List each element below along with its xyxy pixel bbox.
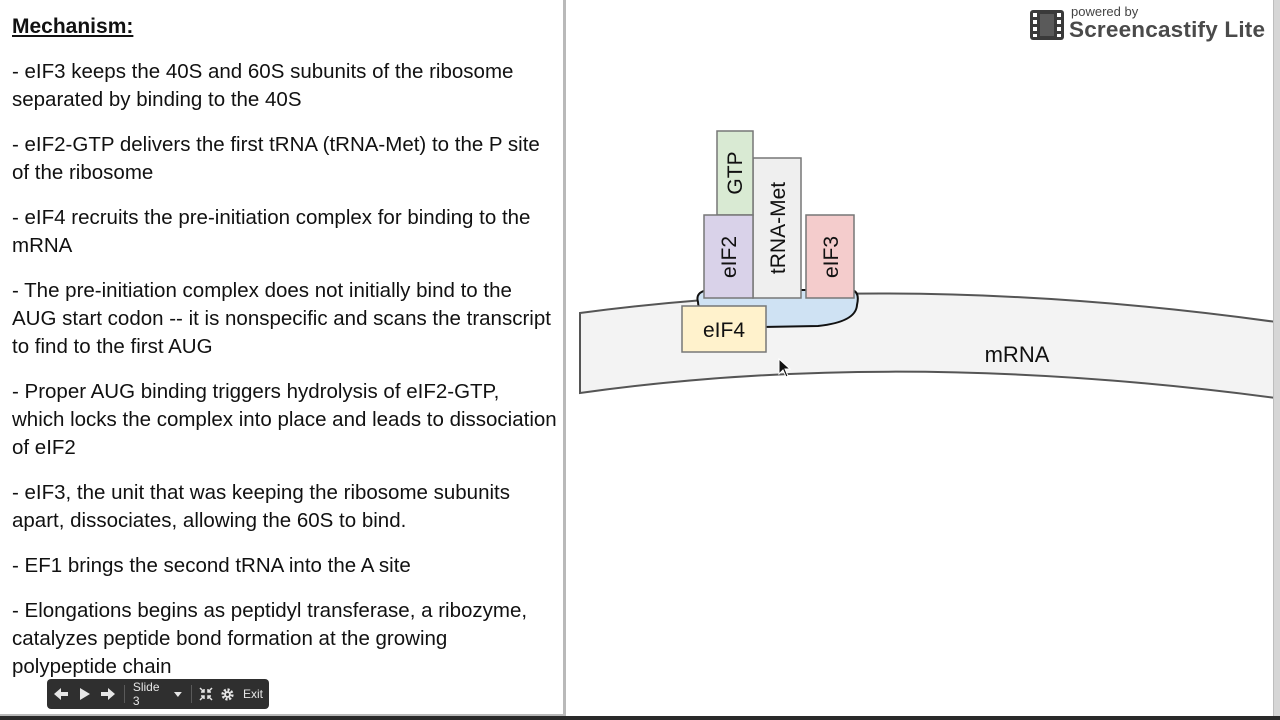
next-slide-button[interactable] bbox=[96, 679, 120, 709]
control-separator bbox=[190, 685, 192, 703]
brand-name: Screencastify Lite bbox=[1069, 17, 1266, 42]
bullet-5: - Proper AUG binding triggers hydrolysis… bbox=[12, 380, 557, 459]
settings-button[interactable] bbox=[215, 679, 239, 709]
film-strip-icon bbox=[1030, 10, 1064, 40]
mrna-label: mRNA bbox=[985, 342, 1050, 367]
bullet-2: - eIF2-GTP delivers the first tRNA (tRNA… bbox=[12, 133, 540, 184]
bottom-border bbox=[0, 716, 1280, 720]
chevron-down-icon bbox=[173, 692, 182, 697]
exit-button[interactable]: Exit bbox=[239, 679, 269, 709]
arrow-left-icon bbox=[53, 688, 68, 700]
exit-label: Exit bbox=[243, 687, 264, 701]
eif4-box bbox=[681, 305, 767, 353]
trna-label: tRNA-Met bbox=[767, 182, 790, 274]
bullet-1: - eIF3 keeps the 40S and 60S subunits of… bbox=[12, 60, 514, 111]
previous-slide-button[interactable] bbox=[47, 679, 75, 709]
slideshow-controls: Slide 3 Exit bbox=[47, 679, 269, 709]
eif2-label: eIF2 bbox=[718, 236, 741, 278]
gear-icon bbox=[221, 687, 234, 701]
arrow-right-icon bbox=[101, 688, 116, 700]
bullet-7: - EF1 brings the second tRNA into the A … bbox=[12, 554, 411, 577]
exit-fullscreen-button[interactable] bbox=[196, 679, 216, 709]
eif3-label: eIF3 bbox=[820, 236, 843, 278]
translation-initiation-diagram: mRNA tRNA-Met GTP eIF2 eIF3 eIF4 bbox=[579, 130, 1276, 400]
gtp-box bbox=[716, 130, 754, 216]
bullet-3: - eIF4 recruits the pre-initiation compl… bbox=[12, 206, 531, 257]
slide-heading: Mechanism: bbox=[12, 15, 134, 38]
play-button[interactable] bbox=[75, 679, 97, 709]
eif3-box bbox=[805, 214, 855, 299]
slide-text-panel: Mechanism: - eIF3 keeps the 40S and 60S … bbox=[0, 0, 566, 716]
bullet-8: - Elongations begins as peptidyl transfe… bbox=[12, 599, 528, 678]
eif2-box bbox=[703, 214, 754, 299]
trna-met-box bbox=[752, 157, 802, 299]
bullet-6: - eIF3, the unit that was keeping the ri… bbox=[12, 481, 510, 532]
window-scrollbar[interactable] bbox=[1273, 0, 1280, 720]
powered-by-text: powered by bbox=[1071, 4, 1139, 19]
control-separator bbox=[123, 685, 125, 703]
play-icon bbox=[80, 688, 91, 700]
slide-number-label: Slide 3 bbox=[132, 680, 160, 708]
slide-selector[interactable]: Slide 3 bbox=[129, 679, 187, 709]
screencastify-watermark: powered by Screencastify Lite bbox=[1030, 4, 1270, 46]
mouse-cursor-icon bbox=[778, 358, 792, 378]
eif4-label: eIF4 bbox=[703, 319, 745, 342]
gtp-label: GTP bbox=[724, 151, 747, 194]
bullet-4: - The pre-initiation complex does not in… bbox=[12, 279, 551, 358]
compress-icon bbox=[199, 687, 213, 701]
